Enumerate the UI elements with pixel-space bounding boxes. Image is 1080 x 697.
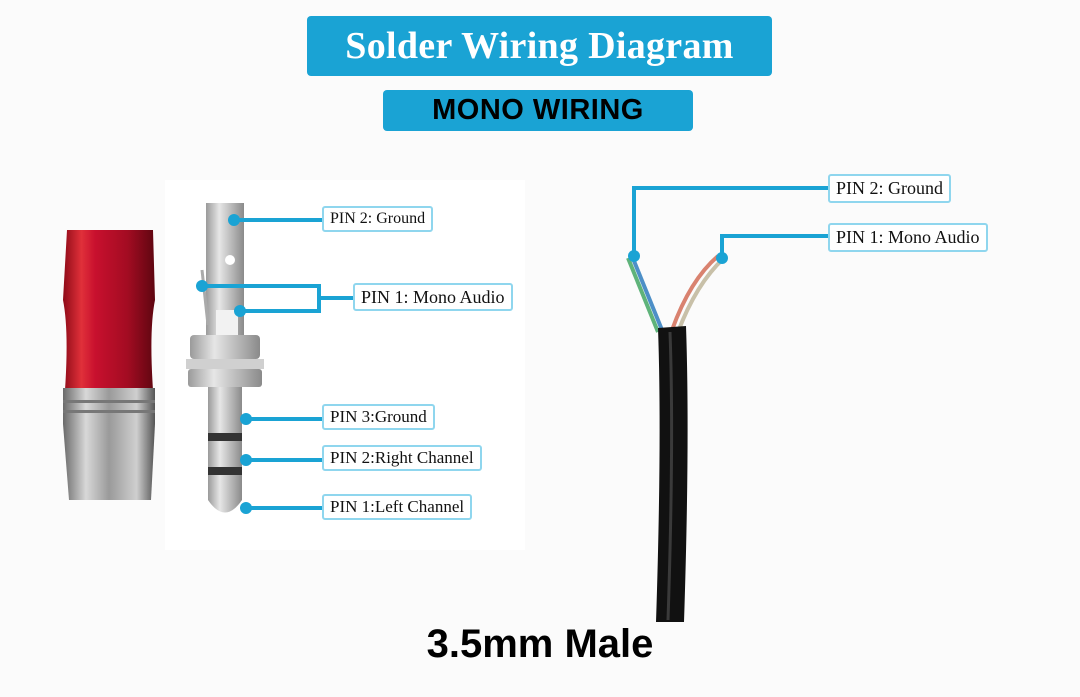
jack-plug-image bbox=[186, 203, 264, 513]
connector-type-label: 3.5mm Male bbox=[426, 622, 654, 666]
callout-jack-pin1-mono-audio: PIN 1: Mono Audio bbox=[353, 283, 513, 311]
leader-line bbox=[317, 296, 355, 300]
cable-image bbox=[626, 254, 726, 622]
wire-marker-dot bbox=[716, 252, 728, 264]
pin-marker-dot bbox=[240, 413, 252, 425]
callout-plug-pin2-right-channel: PIN 2:Right Channel bbox=[322, 445, 482, 471]
pin-marker-dot bbox=[228, 214, 240, 226]
leader-line bbox=[246, 506, 324, 510]
diagram-title: Solder Wiring Diagram bbox=[307, 16, 772, 76]
wire-marker-dot bbox=[628, 250, 640, 262]
leader-line bbox=[720, 234, 724, 256]
diagram-subtitle: MONO WIRING bbox=[383, 90, 693, 131]
connector-shell-image bbox=[63, 230, 155, 500]
leader-line bbox=[632, 186, 636, 256]
callout-plug-pin3-ground: PIN 3:Ground bbox=[322, 404, 435, 430]
callout-jack-pin2-ground: PIN 2: Ground bbox=[322, 206, 434, 232]
leader-line bbox=[246, 417, 324, 421]
pin-marker-dot bbox=[240, 502, 252, 514]
leader-line bbox=[202, 284, 320, 288]
leader-line bbox=[234, 218, 324, 222]
leader-line bbox=[720, 234, 830, 238]
callout-plug-pin1-left-channel: PIN 1:Left Channel bbox=[322, 494, 473, 520]
pin-marker-dot bbox=[234, 305, 246, 317]
pin-marker-dot bbox=[196, 280, 208, 292]
leader-line bbox=[632, 186, 830, 190]
callout-cable-pin2-ground: PIN 2: Ground bbox=[828, 174, 951, 203]
leader-line bbox=[240, 309, 320, 313]
leader-line bbox=[246, 458, 324, 462]
pin-marker-dot bbox=[240, 454, 252, 466]
callout-cable-pin1-mono-audio: PIN 1: Mono Audio bbox=[828, 223, 988, 252]
